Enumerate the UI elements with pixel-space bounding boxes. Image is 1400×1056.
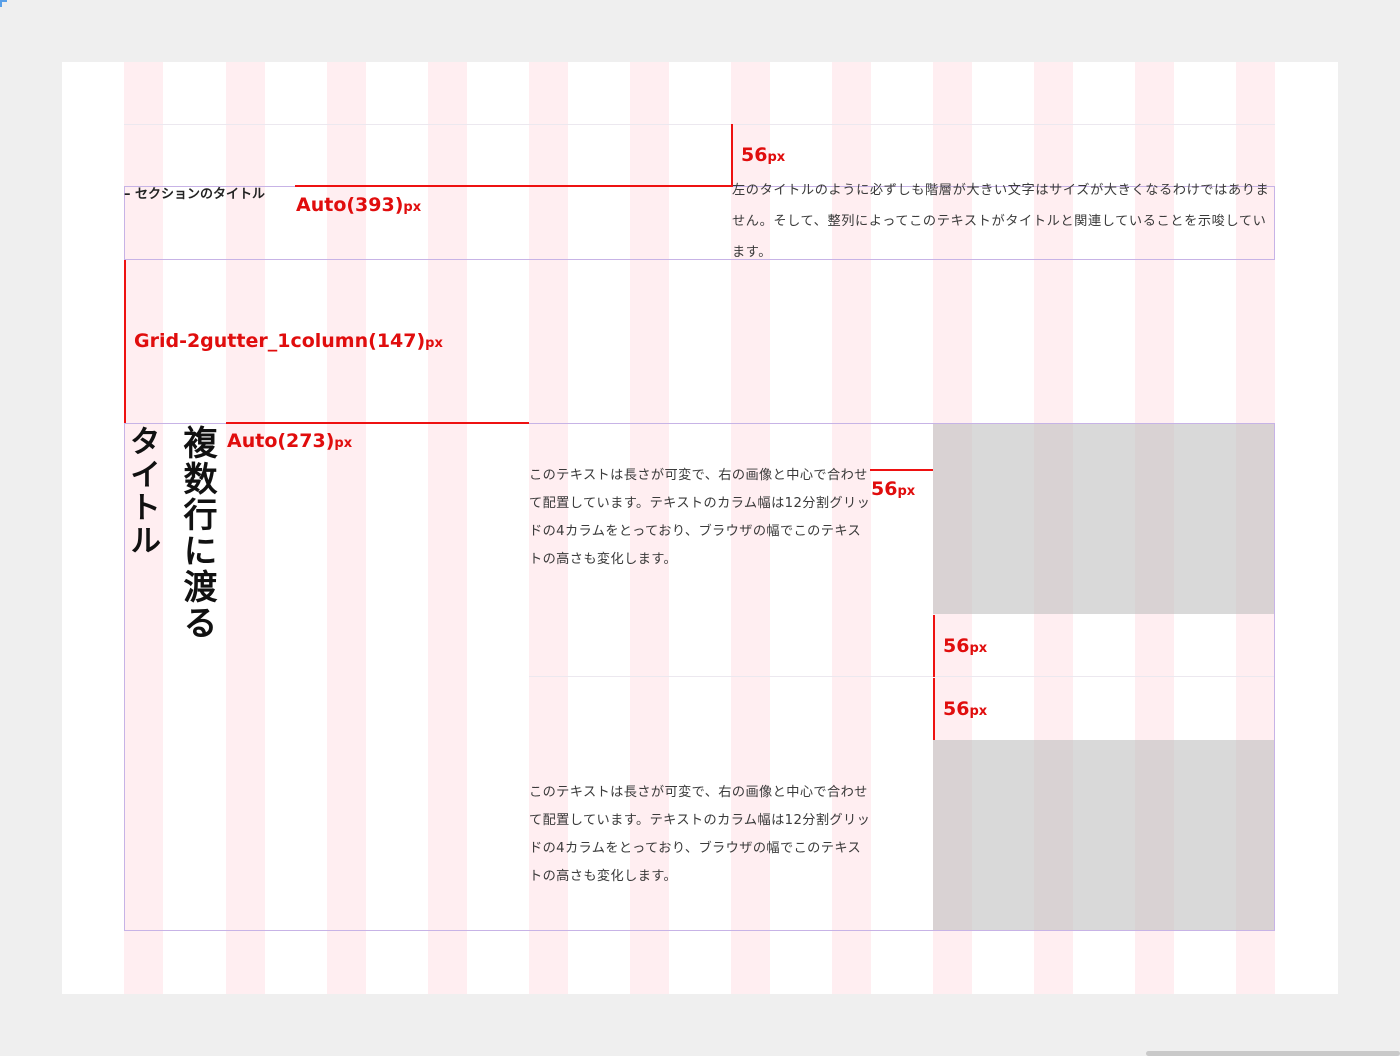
image-placeholder-bottom [933, 740, 1275, 930]
spacing-label-top: 56px [741, 144, 786, 166]
guide-mid-line [529, 676, 1275, 677]
section-title: – セクションのタイトル [124, 183, 265, 202]
grid-gutter [327, 62, 366, 994]
feature-frame-bottom [124, 930, 1275, 931]
width-label-feature-title: Auto(273)px [227, 430, 353, 452]
spacing-line-text-image [870, 469, 933, 471]
horizontal-scrollbar[interactable] [1146, 1051, 1400, 1056]
selection-corner-marker [0, 0, 7, 7]
grid-gutter [529, 62, 568, 994]
section-frame-right [1274, 186, 1275, 260]
spacing-label-section-gap: Grid-2gutter_1column(147)px [134, 330, 443, 352]
grid-gutter [731, 62, 770, 994]
spacing-label-text-image: 56px [871, 478, 916, 500]
width-line-feature-title [226, 422, 529, 424]
title-dash: – [124, 187, 136, 202]
feature-text-1: このテキストは長さが可変で、右の画像と中心で合わせて配置しています。テキストのカ… [529, 468, 871, 567]
feature-title-secondary: 複数行に渡る [177, 425, 217, 641]
guide-top-line [124, 124, 1275, 125]
width-label-title: Auto(393)px [296, 194, 422, 216]
section-frame-bottom [124, 259, 1275, 260]
grid-gutter [124, 62, 163, 994]
feature-text-2: このテキストは長さが可変で、右の画像と中心で合わせて配置しています。テキストのカ… [529, 785, 871, 884]
grid-gutter [630, 62, 669, 994]
spacing-line-image-gap-a [933, 615, 935, 677]
grid-gutter [832, 62, 871, 994]
grid-gutter [428, 62, 467, 994]
feature-frame-right [1274, 423, 1275, 931]
spacing-line-section-gap [124, 260, 126, 423]
grid-gutter [226, 62, 265, 994]
spacing-label-image-gap-b: 56px [943, 698, 988, 720]
design-artboard: – セクションのタイトル 左のタイトルのように必ずしも階層が大きい文字はサイズが… [62, 62, 1338, 994]
section-description: 左のタイトルのように必ずしも階層が大きい文字はサイズが大きくなるわけではありませ… [732, 183, 1270, 260]
section-title-text: セクションのタイトル [135, 187, 266, 202]
image-placeholder-top [933, 424, 1275, 614]
feature-title-primary: タイトル [124, 425, 160, 557]
width-line-title [295, 185, 733, 187]
spacing-line-top [731, 124, 733, 187]
spacing-line-image-gap-b [933, 678, 935, 740]
feature-frame-left [124, 423, 125, 931]
feature-frame-top [124, 423, 1275, 424]
spacing-label-image-gap-a: 56px [943, 635, 988, 657]
section-frame-left [124, 186, 125, 260]
